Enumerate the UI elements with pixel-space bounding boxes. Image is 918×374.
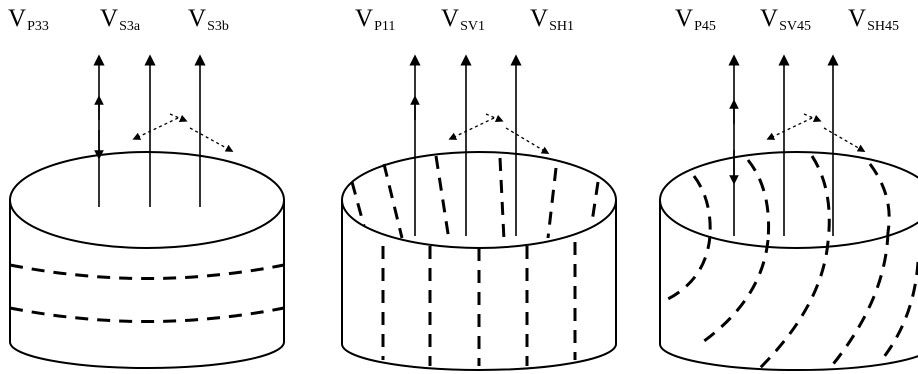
- label-vsh45: VSH45: [848, 5, 899, 34]
- label-vs3b: VS3b: [188, 5, 229, 34]
- label-vp11: VP11: [355, 5, 396, 34]
- label-vsv45: VSV45: [760, 5, 811, 34]
- layer-line: [434, 155, 451, 241]
- layer-line: [590, 181, 600, 223]
- label-vsh1: VSH1: [530, 5, 574, 34]
- layer-line: [692, 175, 712, 237]
- polarization-arrow: [766, 117, 813, 140]
- layer-line: [699, 239, 770, 346]
- label-vs3a: VS3a: [100, 5, 141, 34]
- panel-1-waves: [93, 54, 234, 207]
- layer-line: [810, 155, 831, 243]
- panel-3-cylinder: [659, 151, 918, 371]
- layer-line: [878, 261, 918, 363]
- panel-1-cylinder: [9, 151, 285, 369]
- label-vsv1: VSV1: [441, 5, 485, 34]
- layer-line: [828, 231, 890, 369]
- polarization-arrow: [823, 127, 866, 152]
- panel-2-cylinder: [341, 151, 617, 371]
- polarization-arrow: [132, 117, 179, 140]
- panel-3-waves: [728, 54, 866, 236]
- layer-line: [498, 157, 506, 241]
- layer-line: [868, 163, 891, 233]
- panel-2-waves: [409, 54, 550, 236]
- layer-line: [9, 263, 285, 280]
- label-vp45: VP45: [675, 5, 716, 34]
- layer-line: [382, 163, 404, 239]
- layer-line: [350, 181, 366, 227]
- polarization-arrow: [189, 127, 234, 152]
- label-vp33: VP33: [8, 5, 49, 34]
- layer-line: [665, 235, 712, 302]
- polarization-arrow: [448, 117, 495, 140]
- polarization-arrow: [505, 127, 550, 155]
- layer-line: [758, 241, 830, 370]
- layer-line: [546, 167, 558, 239]
- layer-line: [9, 306, 285, 323]
- layer-line: [746, 159, 771, 241]
